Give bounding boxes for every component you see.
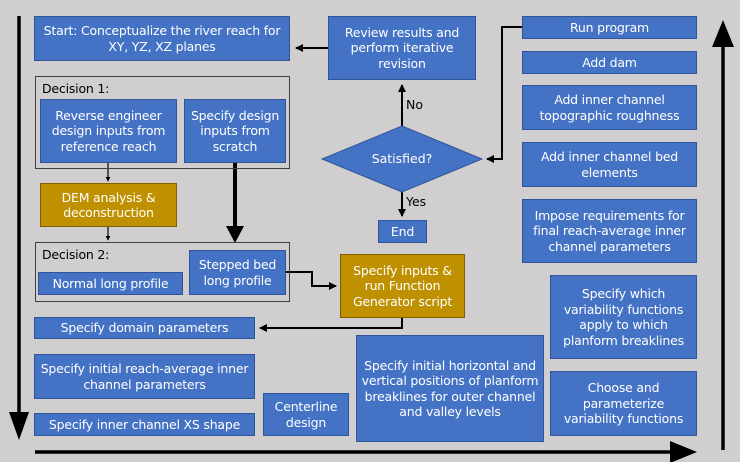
no-label: No	[406, 97, 423, 112]
stepped-to-generator-arrow	[286, 271, 337, 290]
left-flow-arrowhead	[9, 412, 29, 440]
centerline-box: Centerline design	[263, 393, 349, 436]
stepped-profile-box: Stepped bed long profile	[189, 250, 286, 295]
dem-analysis-box: DEM analysis & deconstruction	[40, 183, 177, 227]
end-box: End	[378, 220, 427, 243]
impose-requirements-box: Impose requirements for final reach-aver…	[522, 199, 697, 263]
normal-profile-box: Normal long profile	[38, 272, 183, 295]
satisfied-question: Satisfied?	[371, 151, 433, 166]
domain-parameters-box: Specify domain parameters	[34, 317, 255, 339]
bed-elements-box: Add inner channel bed elements	[522, 142, 697, 187]
function-generator-box: Specify inputs & run Function Generator …	[340, 254, 465, 318]
design-from-scratch-box: Specify design inputs from scratch	[184, 99, 286, 163]
xs-shape-box: Specify inner channel XS shape	[34, 413, 255, 436]
add-dam-box: Add dam	[522, 51, 697, 74]
bottom-flow-arrowhead	[670, 441, 697, 462]
scratch-arrowhead	[226, 226, 244, 243]
yes-label: Yes	[406, 194, 427, 209]
topographic-roughness-box: Add inner channel topographic roughness	[522, 85, 697, 130]
run-program-box: Run program	[522, 16, 697, 39]
decision2-label: Decision 2:	[42, 247, 110, 262]
breaklines-box: Specify initial horizontal and vertical …	[356, 335, 544, 442]
satisfied-decision	[320, 125, 484, 193]
variability-assignment-box: Specify which variability functions appl…	[550, 275, 697, 359]
decision1-frame	[35, 76, 290, 169]
generator-to-domain-arrow	[259, 318, 403, 332]
right-flow-arrowhead	[712, 20, 734, 47]
decision2-frame	[35, 242, 290, 302]
reverse-engineer-box: Reverse engineer design inputs from refe…	[40, 99, 177, 163]
decision1-label: Decision 1:	[42, 81, 110, 96]
reach-average-box: Specify initial reach-average inner chan…	[34, 354, 255, 399]
review-box: Review results and perform iterative rev…	[328, 16, 476, 80]
start-box: Start: Conceptualize the river reach for…	[34, 16, 290, 61]
run-to-satisfied-arrow	[486, 26, 522, 163]
variability-functions-box: Choose and parameterize variability func…	[550, 371, 697, 436]
